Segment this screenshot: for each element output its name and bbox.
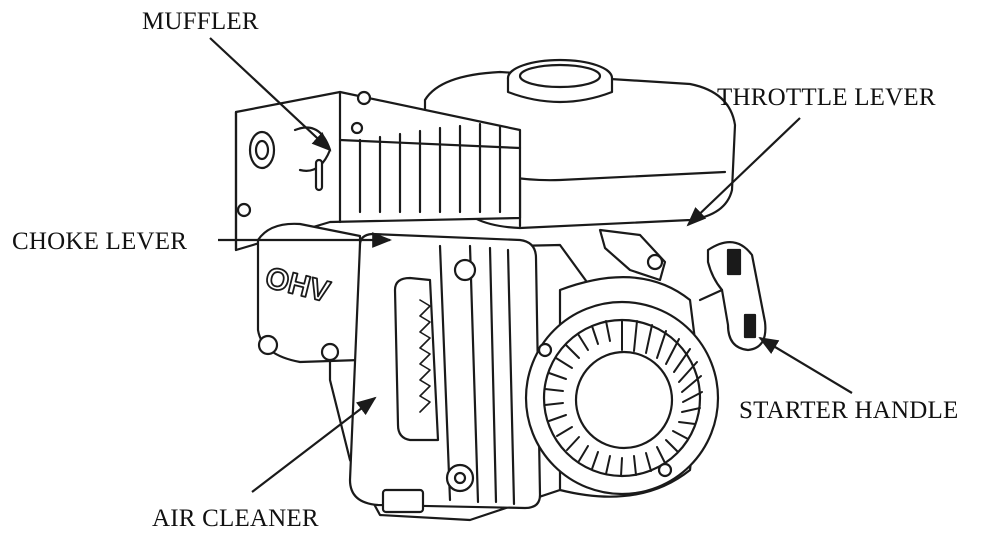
air-leader — [251, 396, 377, 493]
cylinder-head-cover — [256, 222, 362, 364]
label-muffler: MUFFLER — [142, 8, 259, 35]
recoil-starter — [524, 276, 720, 498]
engine-illustration: OHV — [234, 58, 767, 522]
leader-lines — [209, 37, 853, 493]
label-starter-handle: STARTER HANDLE — [739, 397, 959, 424]
starter-handle-grip — [698, 241, 767, 352]
air-cleaner — [348, 232, 542, 514]
label-throttle-lever: THROTTLE LEVER — [717, 84, 936, 111]
label-choke-lever: CHOKE LEVER — [12, 228, 188, 255]
throttle-linkage — [598, 228, 667, 282]
starter-leader — [758, 336, 853, 394]
label-air-cleaner: AIR CLEANER — [152, 505, 319, 532]
muffler-leader — [209, 37, 332, 152]
throttle-leader — [686, 117, 801, 227]
muffler — [234, 90, 522, 252]
